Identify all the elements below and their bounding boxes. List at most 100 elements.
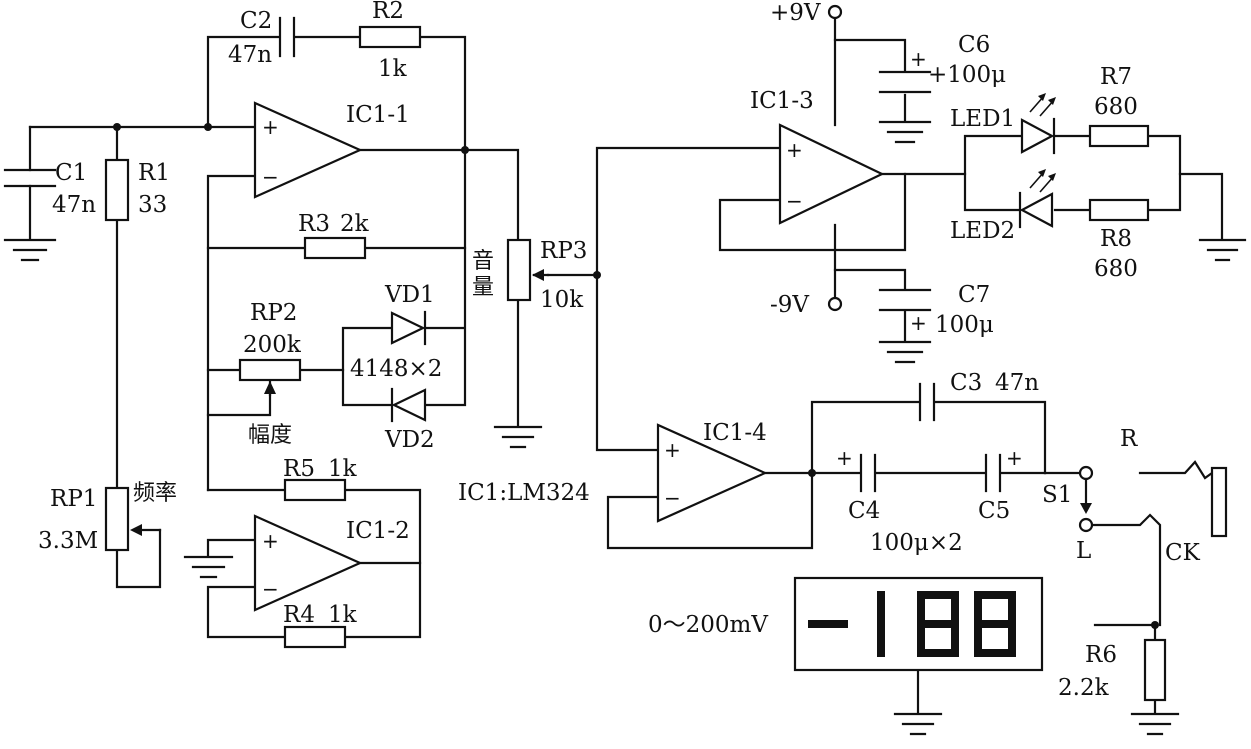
display-segment <box>917 620 959 628</box>
r3-ref: R3 <box>298 211 330 237</box>
led-2 <box>1018 169 1056 229</box>
vd-value: 4148×2 <box>350 356 442 382</box>
headphone-jack-ck <box>1210 466 1228 538</box>
ic1-note: IC1:LM324 <box>458 480 590 506</box>
opamp-ic1-3 <box>778 123 885 225</box>
opamp-ic1-1 <box>253 101 363 199</box>
s1-pos-l: L <box>1076 538 1091 564</box>
c4-ref: C4 <box>848 498 880 524</box>
vd1-ref: VD1 <box>384 282 435 308</box>
supply-negative-label: -9V <box>770 292 809 318</box>
rp3-function-2: 量 <box>472 275 494 300</box>
c2-ref: C2 <box>240 8 272 34</box>
r4-ref: R4 <box>283 602 315 628</box>
ic1-4-plus-sign: + <box>664 438 681 462</box>
rp1-value: 3.3M <box>38 528 98 554</box>
terminal-negative <box>827 296 843 312</box>
c7-polarity: + <box>910 311 927 335</box>
led2-ref: LED2 <box>950 218 1015 244</box>
r5-value: 1k <box>328 456 358 482</box>
ic1-2-ref: IC1-2 <box>346 518 410 544</box>
opamp-ic1-4 <box>656 423 768 523</box>
r6-ref: R6 <box>1085 642 1117 668</box>
resistor-r7 <box>1088 124 1150 148</box>
rp3-function-1: 音 <box>472 249 494 274</box>
c6-polarity: + <box>910 47 927 71</box>
c45-value: 100μ×2 <box>870 530 963 556</box>
capacitor-c1 <box>3 168 57 188</box>
ic1-1-minus-sign: − <box>262 165 279 189</box>
capacitor-c7 <box>878 288 932 312</box>
ic1-3-plus-sign: + <box>786 138 803 162</box>
led1-ref: LED1 <box>950 106 1015 132</box>
terminal-positive <box>827 4 843 20</box>
resistor-r3 <box>303 236 367 260</box>
display-segment <box>1008 591 1016 624</box>
meter-range: 0～200mV <box>648 612 768 638</box>
switch-s1 <box>1078 465 1094 533</box>
ic1-2-plus-sign: + <box>262 529 279 553</box>
c3-ref: C3 <box>950 370 982 396</box>
r8-ref: R8 <box>1100 226 1132 252</box>
supply-positive-label: +9V <box>770 0 821 26</box>
display-segment <box>917 591 959 599</box>
r7-value: 680 <box>1094 94 1138 120</box>
c1-ref: C1 <box>55 160 87 186</box>
r1-ref: R1 <box>138 160 170 186</box>
wires <box>28 14 1224 714</box>
resistor-r5 <box>283 478 347 502</box>
c2-value: 47n <box>228 42 272 68</box>
potentiometer-rp3 <box>506 238 550 302</box>
display-segment <box>974 624 982 657</box>
s1-pos-r: R <box>1120 426 1138 452</box>
display-segment <box>951 624 959 657</box>
resistor-r4 <box>283 625 347 649</box>
display-segment <box>974 591 1016 599</box>
display-segment <box>917 624 925 657</box>
display-segment <box>1008 624 1016 657</box>
s1-ref: S1 <box>1042 482 1072 508</box>
r7-ref: R7 <box>1100 64 1132 90</box>
c7-ref: C7 <box>958 282 990 308</box>
ground-symbols <box>3 120 1247 736</box>
diode-vd1 <box>390 310 427 346</box>
rp1-ref: RP1 <box>50 486 97 512</box>
ic1-1-ref: IC1-1 <box>346 102 410 128</box>
display-segment <box>951 591 959 624</box>
display-segment <box>917 649 959 657</box>
c7-value: 100μ <box>935 312 994 338</box>
rp3-ref: RP3 <box>540 238 587 264</box>
ic1-1-plus-sign: + <box>262 115 279 139</box>
display-segment <box>974 649 1016 657</box>
capacitor-c2 <box>278 16 296 58</box>
r4-value: 1k <box>328 602 358 628</box>
resistor-r2 <box>358 25 422 49</box>
capacitor-c6 <box>878 70 932 94</box>
potentiometer-rp2 <box>238 358 302 397</box>
c5-ref: C5 <box>978 498 1010 524</box>
display-segment <box>974 620 1016 628</box>
resistor-r6 <box>1143 638 1167 702</box>
c4-polarity: + <box>836 446 853 470</box>
rp3-value: 10k <box>540 287 584 313</box>
ic1-4-ref: IC1-4 <box>703 420 767 446</box>
c1-value: 47n <box>52 192 96 218</box>
ck-ref: CK <box>1165 540 1201 566</box>
display-segment <box>808 620 848 628</box>
opamp-ic1-2 <box>253 514 363 612</box>
rp1-function: 频率 <box>133 481 177 506</box>
capacitor-c5 <box>984 453 1002 493</box>
c5-polarity: + <box>1006 446 1023 470</box>
diode-vd2 <box>390 387 427 423</box>
led-1 <box>1020 93 1056 155</box>
r5-ref: R5 <box>283 456 315 482</box>
capacitor-c4 <box>859 453 877 493</box>
ic1-4-minus-sign: − <box>664 486 681 510</box>
potentiometer-rp1 <box>104 486 142 552</box>
meter-readout <box>808 591 1016 657</box>
ic1-3-ref: IC1-3 <box>750 88 814 114</box>
junctions <box>113 123 1159 629</box>
r3-value: 2k <box>340 211 370 237</box>
r1-value: 33 <box>138 192 167 218</box>
capacitor-c3 <box>918 382 936 422</box>
